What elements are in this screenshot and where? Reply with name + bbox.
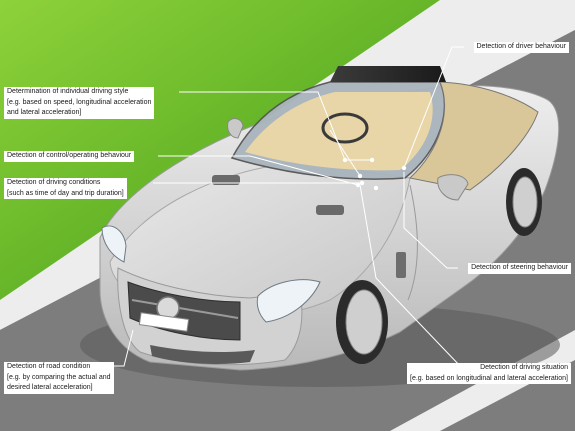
callout-driver-behaviour: Detection of driver behaviour <box>473 42 569 53</box>
cabin-side <box>408 81 539 191</box>
callout-driving-situation: Detection of driving situation [e.g. bas… <box>407 363 571 384</box>
sensor-points <box>342 157 407 191</box>
callout-road-condition: Detection of road condition [e.g. by com… <box>4 362 114 394</box>
grille-bar <box>131 299 239 319</box>
car <box>80 66 560 387</box>
callout-line: Detection of control/operating behaviour <box>7 152 132 159</box>
right-mirror <box>437 174 469 201</box>
callout-line: Detection of driving conditions <box>7 179 101 186</box>
callout-line: [e.g. based on speed, longitudinal accel… <box>7 98 152 106</box>
callout-line: [such as time of day and trip duration] <box>7 189 124 197</box>
callout-line: Detection of driving situation <box>480 364 568 371</box>
callout-driving-conditions: Detection of driving conditions [such as… <box>4 178 127 199</box>
callout-line: Detection of road condition <box>7 363 91 370</box>
rear-rim <box>512 176 538 228</box>
right-headlight <box>256 279 321 323</box>
front-rim <box>345 289 383 355</box>
callout-control-behaviour: Detection of control/operating behaviour <box>4 151 135 162</box>
car-roof <box>330 66 446 82</box>
left-headlight <box>101 225 127 263</box>
car-interior <box>245 92 433 171</box>
callout-line: Detection of steering behaviour <box>471 264 568 271</box>
left-mirror <box>227 118 244 139</box>
lower-intake <box>150 345 255 364</box>
callout-line: desired lateral acceleration] <box>7 384 93 391</box>
callout-driving-style: Determination of individual driving styl… <box>4 87 155 119</box>
callout-line: Detection of driver behaviour <box>476 43 567 50</box>
callout-steering-behaviour: Detection of steering behaviour <box>468 263 571 274</box>
callout-line: Determination of individual driving styl… <box>7 88 129 95</box>
fender-vents <box>396 252 406 278</box>
steering-wheel <box>321 112 369 144</box>
callout-line: [e.g. by comparing the actual and <box>7 373 111 381</box>
door-line <box>407 184 418 301</box>
callout-line: [e.g. based on longitudinal and lateral … <box>410 374 568 382</box>
leader-lines <box>112 46 464 369</box>
license-plate <box>138 312 190 332</box>
callout-line: and lateral acceleration] <box>7 109 82 116</box>
